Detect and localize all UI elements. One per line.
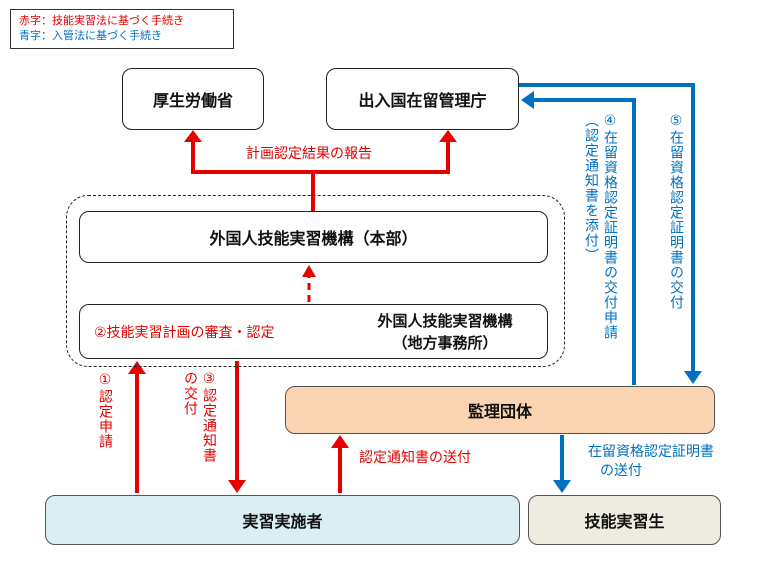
trainee-box: 技能実習生 (528, 495, 721, 545)
notice-send-label: 認定通知書の送付 (359, 450, 471, 466)
step4-label-line1: ④在留資格認定証明書の交付申請 (602, 113, 618, 340)
legend-red-line: 赤字：技能実習法に基づく手続き (19, 14, 184, 27)
implementing-org-label: 実習実施者 (242, 512, 323, 531)
arrow-step5-head (684, 371, 702, 384)
otit-hq-box: 外国人技能実習機構（本部） (79, 211, 548, 263)
coe-send-label-line2: の送付 (600, 463, 642, 479)
report-label: 計画認定結果の報告 (246, 146, 372, 162)
supervising-org-label: 監理団体 (467, 402, 532, 421)
dashed-arrowhead (302, 265, 316, 277)
otit-regional-title: 外国人技能実習機構 （地方事務所） (365, 310, 525, 354)
report-arrows (191, 140, 450, 211)
isa-label: 出入国在留管理庁 (358, 91, 487, 110)
mhlw-label: 厚生労働省 (152, 91, 233, 110)
step4-label-line2: （認定通知書を添付） (583, 113, 599, 263)
mhlw-box: 厚生労働省 (122, 68, 264, 130)
arrow-notice-head (331, 435, 349, 448)
isa-box: 出入国在留管理庁 (326, 68, 519, 130)
arrow-step3-head (228, 480, 246, 493)
arrow-step1-head (128, 361, 146, 374)
arrow-step4-head (521, 91, 534, 109)
step3-label-line2: の交付 (182, 371, 198, 416)
step3-label-line1: ③認定通知書 (201, 371, 217, 463)
arrowhead-mhlw (184, 130, 202, 142)
otit-regional-line1: 外国人技能実習機構 (377, 312, 513, 330)
trainee-label: 技能実習生 (584, 512, 665, 531)
legend: 赤字：技能実習法に基づく手続き 青字：入管法に基づく手続き (10, 9, 234, 49)
review-label: ②技能実習計画の審査・認定 (94, 324, 275, 341)
arrow-step4-shaft (532, 98, 636, 385)
supervising-org-box: 監理団体 (285, 386, 715, 434)
step1-label: ①認定申請 (97, 372, 113, 449)
arrow-step5-shaft (519, 83, 695, 373)
arrow-coe-head (553, 480, 571, 493)
step5-label: ⑤在留資格認定証明書の交付 (668, 113, 684, 310)
coe-send-label-line1: 在留資格認定証明書 (588, 444, 714, 460)
otit-regional-box: ②技能実習計画の審査・認定 外国人技能実習機構 （地方事務所） (79, 304, 548, 359)
otit-hq-label: 外国人技能実習機構（本部） (209, 229, 418, 248)
otit-regional-line2: （地方事務所） (392, 334, 498, 352)
otit-group (66, 195, 565, 367)
arrowhead-isa (439, 130, 457, 142)
legend-blue-line: 青字：入管法に基づく手続き (19, 29, 162, 42)
implementing-org-box: 実習実施者 (45, 495, 520, 545)
